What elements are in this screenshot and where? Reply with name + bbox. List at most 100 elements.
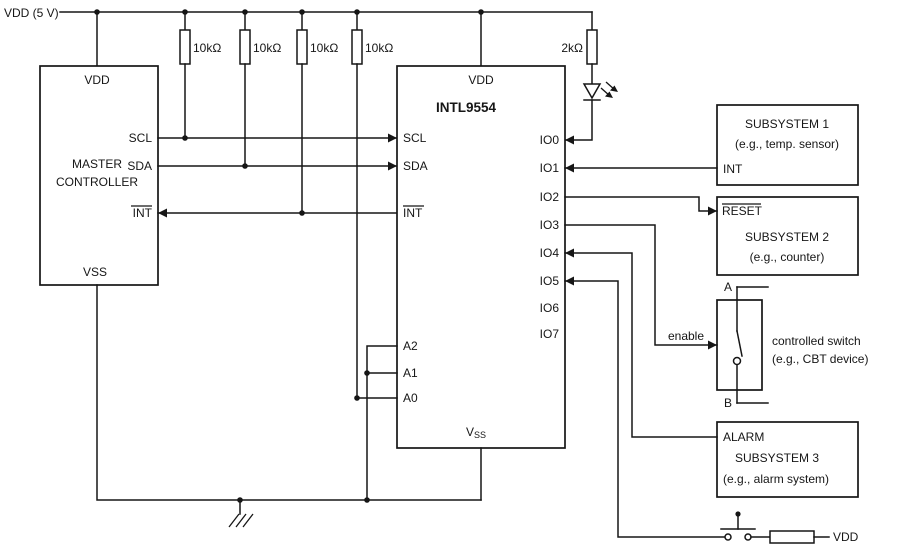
resistor-value-label: 10kΩ xyxy=(193,41,221,55)
expander-pin-io1-label: IO1 xyxy=(540,161,560,175)
master-controller-box xyxy=(39,65,159,286)
io1-arrowhead xyxy=(565,163,574,173)
expander-pin-a0-label: A0 xyxy=(403,391,418,405)
expander-pin-io5-label: IO5 xyxy=(540,274,560,288)
resistor-value-label: 10kΩ xyxy=(365,41,393,55)
ground-rail xyxy=(96,284,482,528)
master-pin-sda-label: SDA xyxy=(127,159,152,173)
subsystem2-subtitle: (e.g., counter) xyxy=(750,250,825,264)
led-branch: 2kΩ xyxy=(561,11,618,145)
subsystem3-subtitle: (e.g., alarm system) xyxy=(723,472,829,486)
pushbutton-knob xyxy=(735,511,741,517)
expander-name: INTL9554 xyxy=(436,100,497,115)
led-resistor-value-label: 2kΩ xyxy=(561,41,583,55)
subsystem3-block: ALARM SUBSYSTEM 3 (e.g., alarm system) xyxy=(564,248,859,498)
led-icon xyxy=(582,83,602,100)
pullup-resistor-sda: 10kΩ xyxy=(239,11,281,169)
led-emission-arrowhead xyxy=(605,91,613,98)
subsystem3-box xyxy=(716,421,859,498)
io5-arrowhead xyxy=(565,276,574,286)
expander-pin-io0-label: IO0 xyxy=(540,133,560,147)
subsystem1-box xyxy=(716,104,859,186)
expander-pin-int-label: INT xyxy=(403,206,423,220)
master-pin-vdd-label: VDD xyxy=(84,73,110,87)
switch-terminal-a-label: A xyxy=(724,280,732,294)
switch-contact xyxy=(732,356,742,366)
address-pin-wires xyxy=(356,345,398,503)
enable-signal-label: enable xyxy=(668,329,704,343)
expander-pin-sda-label: SDA xyxy=(403,159,428,173)
junction-dot xyxy=(364,370,370,376)
io2-arrowhead xyxy=(708,206,717,216)
expander-pin-io7-label: IO7 xyxy=(540,327,560,341)
io5-wire xyxy=(564,280,725,538)
controlled-switch-block: A B enable controlled switch (e.g., CBT … xyxy=(564,224,868,410)
master-name-line2: CONTROLLER xyxy=(56,175,138,189)
io4-wire xyxy=(564,252,718,438)
ground-hatch xyxy=(242,513,254,528)
expander-pin-scl-label: SCL xyxy=(403,131,427,145)
pullup-resistor-a0: 10kΩ xyxy=(351,11,393,401)
expander-pin-vdd-label: VDD xyxy=(468,73,494,87)
sda-arrowhead xyxy=(388,161,397,171)
switch-blade xyxy=(736,330,743,357)
ground-hatch xyxy=(235,513,247,528)
resistor-value-label: 10kΩ xyxy=(310,41,338,55)
switch-caption-line1: controlled switch xyxy=(772,334,861,348)
expander-pin-vss-label: VSS xyxy=(466,425,486,440)
i2c-bus-wires xyxy=(157,133,398,218)
a2-wire xyxy=(366,345,398,501)
junction-dot xyxy=(478,9,484,15)
pullup-resistor-scl: 10kΩ xyxy=(179,11,221,141)
io3-wire xyxy=(564,224,718,346)
subsystem2-title: SUBSYSTEM 2 xyxy=(745,230,829,244)
subsystem3-title: SUBSYSTEM 3 xyxy=(735,451,819,465)
expander-pin-a1-label: A1 xyxy=(403,366,418,380)
resistor-value-label: 10kΩ xyxy=(253,41,281,55)
subsystem1-title: SUBSYSTEM 1 xyxy=(745,117,829,131)
vdd-rail-label: VDD (5 V) xyxy=(4,6,59,20)
expander-pin-a2-label: A2 xyxy=(403,339,418,353)
subsystem1-subtitle: (e.g., temp. sensor) xyxy=(735,137,839,151)
switch-terminal-b-label: B xyxy=(724,396,732,410)
io0-arrowhead xyxy=(565,135,574,145)
io4-arrowhead xyxy=(565,248,574,258)
pushbutton-contact xyxy=(724,533,732,541)
vss-rail-wire xyxy=(96,284,482,501)
int-arrowhead xyxy=(158,208,167,218)
master-pin-scl-label: SCL xyxy=(129,131,153,145)
controlled-switch-box xyxy=(716,299,763,391)
pushbutton-branch: VDD xyxy=(564,276,859,544)
vdd-power-rail: VDD (5 V) xyxy=(4,6,593,67)
master-name-line1: MASTER xyxy=(72,157,122,171)
subsystem1-block: SUBSYSTEM 1 (e.g., temp. sensor) INT xyxy=(564,104,859,186)
pushbutton-contact xyxy=(744,533,752,541)
resistor-body xyxy=(351,29,363,65)
master-controller-block: VDD MASTER CONTROLLER VSS SCL SDA INT xyxy=(39,65,159,286)
junction-dot xyxy=(94,9,100,15)
master-pin-int-label: INT xyxy=(133,206,153,220)
expander-pin-io6-label: IO6 xyxy=(540,301,560,315)
resistor-body xyxy=(296,29,308,65)
master-pin-vss-label: VSS xyxy=(83,265,107,279)
pullup-resistor-int: 10kΩ xyxy=(296,11,338,216)
expander-pin-io4-label: IO4 xyxy=(540,246,560,260)
scl-arrowhead xyxy=(388,133,397,143)
io0-wire xyxy=(564,99,593,141)
subsystem3-alarm-label: ALARM xyxy=(723,430,764,444)
pushbutton-icon xyxy=(720,511,756,541)
expander-pin-io3-label: IO3 xyxy=(540,218,560,232)
led-emission-arrowhead xyxy=(610,85,618,92)
io2-wire xyxy=(564,196,718,212)
ground-hatch xyxy=(228,513,240,528)
expander-block: VDD INTL9554 SCL SDA INT A2 A1 A0 IO0 IO… xyxy=(396,65,566,449)
subsystem1-int-label: INT xyxy=(723,162,743,176)
ground-symbol-icon xyxy=(228,499,254,528)
subsystem2-reset-label: RESET xyxy=(722,204,763,218)
button-vdd-label: VDD xyxy=(833,530,859,544)
subsystem2-block: RESET SUBSYSTEM 2 (e.g., counter) xyxy=(564,196,859,276)
expander-box xyxy=(396,65,566,449)
subsystem2-box xyxy=(716,196,859,276)
